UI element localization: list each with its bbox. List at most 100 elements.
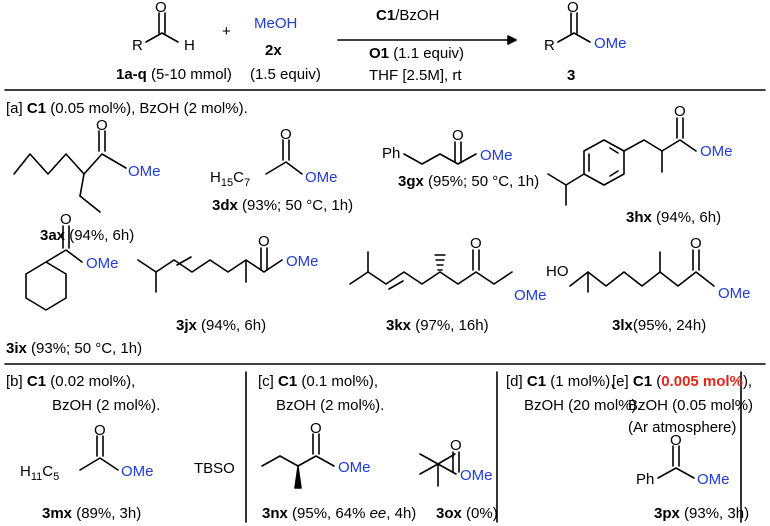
acid-label: /BzOH	[395, 7, 439, 24]
3px-O: O	[670, 432, 682, 449]
svg-text:3nx (95%, 64% ee, 4h): 3nx (95%, 64% ee, 4h)	[262, 505, 416, 522]
3mx-label: 3mx	[42, 505, 73, 522]
3nx-cond: (95%, 64%	[292, 505, 365, 522]
3dx-skeleton	[265, 161, 303, 175]
3dx-label: 3dx	[212, 197, 239, 214]
product-OMe: OMe	[594, 35, 627, 52]
3dx-cond: (93%; 50 °C, 1h)	[242, 197, 353, 214]
3ax-cond: (94%, 6h)	[69, 227, 134, 244]
svg-text:3dx (93%; 50 °C, 1h): 3dx (93%; 50 °C, 1h)	[212, 197, 353, 214]
3ox-cond: (0%)	[466, 505, 498, 522]
3nx-ee: ee	[370, 505, 387, 522]
3kx-label: 3kx	[386, 317, 412, 334]
3kx-O: O	[470, 235, 482, 252]
3px-label: 3px	[654, 505, 681, 522]
section-e-highlight: 0.005 mol%	[661, 373, 743, 390]
section-d-catalyst: C1	[527, 373, 546, 390]
aldehyde-amount: (5-10 mmol)	[151, 66, 232, 83]
svg-text:O1 (1.1 equiv): O1 (1.1 equiv)	[369, 45, 464, 62]
3gx-label: 3gx	[398, 173, 425, 190]
section-c-line2: BzOH (2 mol%).	[276, 397, 384, 414]
3ix-OMe: OMe	[86, 255, 119, 272]
3hx-OMe: OMe	[700, 143, 733, 160]
3nx-cond-end: , 4h)	[386, 505, 416, 522]
svg-text:3kx (97%, 16h): 3kx (97%, 16h)	[386, 317, 489, 334]
3ax-skeleton	[13, 153, 127, 175]
3jx-cond: (94%, 6h)	[201, 317, 266, 334]
section-c-tag: [c]	[258, 373, 274, 390]
3ix-ring	[25, 261, 67, 311]
svg-text:1a-q (5-10 mmol): 1a-q (5-10 mmol)	[116, 66, 232, 83]
3gx-skeleton	[403, 153, 477, 165]
3lx-OMe: OMe	[718, 285, 751, 302]
3lx-HO: HO	[546, 263, 569, 280]
3px-cond: (93%, 3h)	[684, 505, 749, 522]
section-a-loading: (0.05 mol%), BzOH (2 mol%).	[50, 100, 248, 117]
3ix-O: O	[60, 211, 72, 228]
section-b-tag: [b]	[6, 373, 23, 390]
3nx-O: O	[310, 420, 322, 437]
catalyst-label: C1	[376, 7, 395, 24]
3ax-O: O	[96, 117, 108, 134]
product-bonds	[557, 32, 591, 43]
3mx-alkyl: H11C5	[20, 463, 59, 483]
section-d-line1: (1 mol%),	[550, 373, 614, 390]
section-b-line2: BzOH (2 mol%).	[52, 397, 160, 414]
section-e-catalyst: C1	[633, 373, 652, 390]
3mx-O: O	[94, 422, 106, 439]
product-R: R	[544, 37, 555, 54]
3gx-Ph: Ph	[382, 145, 400, 162]
svg-text:[e] C1 (0.005 mol%),: [e] C1 (0.005 mol%),	[612, 373, 752, 390]
svg-text:C1/BzOH: C1/BzOH	[376, 7, 439, 24]
aldehyde-bonds	[145, 32, 179, 43]
3ix-cond: (93%; 50 °C, 1h)	[31, 340, 142, 357]
3dx-OMe: OMe	[305, 169, 338, 186]
svg-text:3jx (94%, 6h): 3jx (94%, 6h)	[176, 317, 266, 334]
3dx-O: O	[280, 126, 292, 143]
3nx-label: 3nx	[262, 505, 289, 522]
aldehyde-H: H	[184, 37, 195, 54]
3gx-O: O	[452, 127, 464, 144]
aldehyde-R: R	[132, 37, 143, 54]
svg-text:3px (93%, 3h): 3px (93%, 3h)	[654, 505, 749, 522]
3mx-OMe: OMe	[121, 463, 154, 480]
section-c-line1: (0.1 mol%),	[301, 373, 378, 390]
product-label: 3	[567, 67, 575, 84]
3jx-OMe: OMe	[286, 253, 319, 270]
oxidant-equiv: (1.1 equiv)	[393, 45, 464, 62]
section-d-tag: [d]	[506, 373, 523, 390]
3mx-cond: (89%, 3h)	[76, 505, 141, 522]
svg-text:[c] C1 (0.1 mol%),: [c] C1 (0.1 mol%),	[258, 373, 378, 390]
3lx-cond: (95%, 24h)	[633, 317, 706, 334]
3kx-cond: (97%, 16h)	[415, 317, 488, 334]
3mx-skeleton	[79, 457, 119, 471]
svg-text:3ox (0%): 3ox (0%)	[436, 505, 498, 522]
3dx-alkyl: H15C7	[210, 169, 250, 189]
3hx-O: O	[674, 103, 686, 120]
svg-text:[d] C1 (1 mol%),: [d] C1 (1 mol%),	[506, 373, 614, 390]
3nx-OMe: OMe	[338, 459, 371, 476]
3lx-skeleton	[569, 271, 715, 287]
3px-OMe: OMe	[697, 471, 730, 488]
svg-text:3gx (95%; 50 °C, 1h): 3gx (95%; 50 °C, 1h)	[398, 173, 539, 190]
3jx-O: O	[258, 233, 270, 250]
section-a-tag: [a]	[6, 100, 23, 117]
oxidant-label: O1	[369, 45, 389, 62]
section-d-line2: BzOH (20 mol%).	[524, 397, 641, 414]
svg-text:3ix (93%; 50 °C, 1h): 3ix (93%; 50 °C, 1h)	[6, 340, 142, 357]
3ox-label: 3ox	[436, 505, 463, 522]
3lx-O: O	[690, 235, 702, 252]
aldehyde-O: O	[155, 0, 167, 16]
3hx-cond: (94%, 6h)	[656, 209, 721, 226]
section-e-line2: BzOH (0.05 mol%)	[628, 397, 753, 414]
section-b-line1: (0.02 mol%),	[50, 373, 135, 390]
aldehyde-label: 1a-q	[116, 66, 147, 83]
3px-Ph: Ph	[636, 471, 654, 488]
solvent-label: THF [2.5M], rt	[369, 67, 462, 84]
3gx-OMe: OMe	[480, 147, 513, 164]
svg-text:3hx (94%, 6h): 3hx (94%, 6h)	[626, 209, 721, 226]
svg-text:3lx(95%, 24h): 3lx(95%, 24h)	[612, 317, 706, 334]
3ox-O: O	[450, 437, 462, 454]
3ix-label: 3ix	[6, 340, 28, 357]
